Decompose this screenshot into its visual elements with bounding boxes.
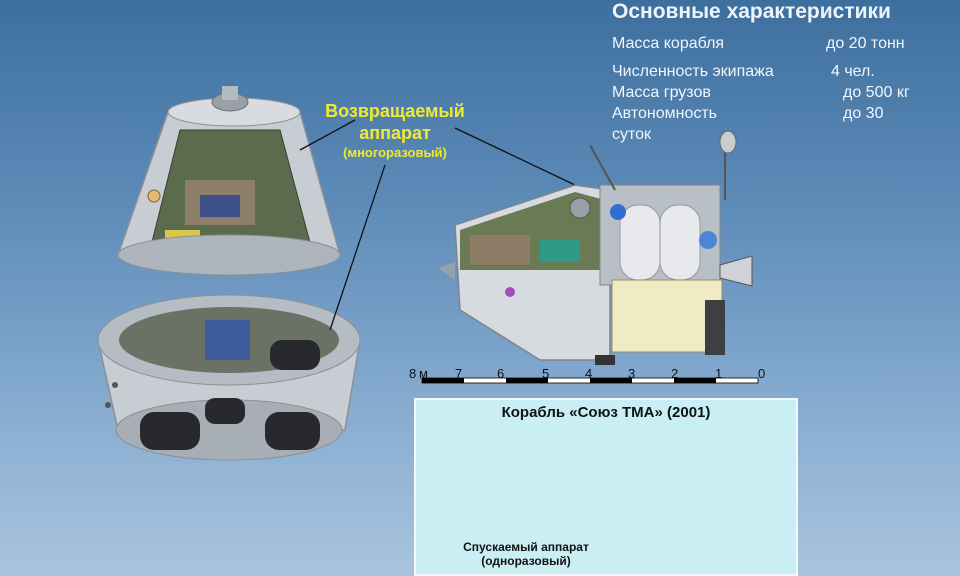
inset-caption: Спускаемый аппарат (одноразовый) [436,540,616,568]
scale-tick-1: 1 [715,366,723,381]
spacecraft-side-view [438,130,753,365]
scale-tick-8: 8 [409,366,417,381]
spec-label-crew: Численность экипажа [612,63,774,80]
leader-line [329,164,386,331]
scale-tick-0: 0 [758,366,766,381]
scale-tick-5: 5 [542,366,550,381]
spec-label-days: суток [612,126,652,143]
scale-unit: м [419,366,428,381]
inset-caption-line-2: (одноразовый) [481,554,571,568]
spec-value-autonomy: до 30 [843,105,884,122]
spec-label-cargo: Масса грузов [612,84,711,101]
spec-value-mass: до 20 тонн [826,35,905,52]
scale-tick-7: 7 [455,366,463,381]
scale-tick-2: 2 [671,366,679,381]
leader-line [299,119,356,151]
scale-tick-6: 6 [497,366,505,381]
spec-value-crew: 4 чел. [831,63,875,80]
spec-label-autonomy: Автономность [612,105,717,122]
slide-title: Основные характеристики [612,0,891,23]
inset-caption-line-1: Спускаемый аппарат [463,540,589,554]
spec-value-cargo: до 500 кг [843,84,910,101]
scale-tick-3: 3 [628,366,636,381]
callout-return-capsule: Возвращаемый аппарат (многоразовый) [300,100,490,161]
scale-tick-4: 4 [585,366,593,381]
scale-bar [421,377,759,384]
soyuz-inset-panel: Корабль «Союз ТМА» (2001) Спускаемый апп… [414,398,798,576]
callout-line-1: Возвращаемый [325,101,465,121]
inset-title: Корабль «Союз ТМА» (2001) [501,404,711,421]
lower-module [97,294,361,461]
callout-line-3: (многоразовый) [343,145,447,160]
spec-label-mass: Масса корабля [612,35,725,52]
callout-line-2: аппарат [359,123,431,143]
leader-line [454,127,576,186]
return-capsule [116,86,341,276]
